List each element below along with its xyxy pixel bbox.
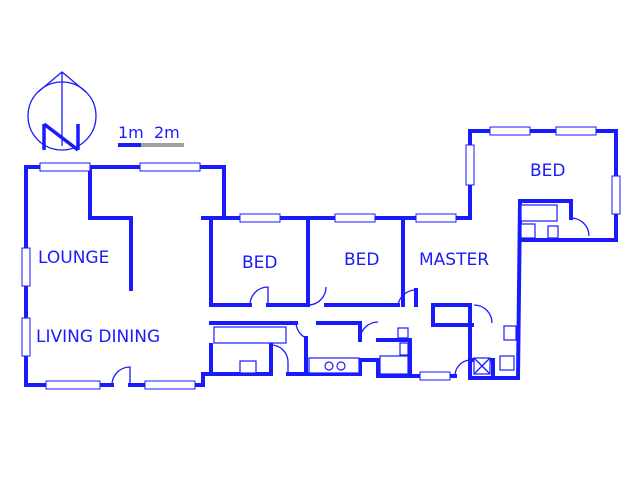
doors bbox=[111, 217, 590, 386]
room-label-bed-3: BED bbox=[530, 161, 566, 181]
room-label-master: MASTER bbox=[419, 250, 489, 270]
scale-label-2m: 2m bbox=[154, 123, 180, 142]
windows bbox=[21, 126, 621, 390]
north-arrow-icon bbox=[27, 71, 97, 152]
room-label-bed-1: BED bbox=[242, 253, 278, 273]
fixtures bbox=[213, 204, 559, 375]
room-label-bed-2: BED bbox=[344, 250, 380, 270]
room-label-living-dining: LIVING DINING bbox=[36, 327, 160, 347]
scale-label-1m: 1m bbox=[118, 123, 144, 142]
room-label-lounge: LOUNGE bbox=[38, 248, 109, 268]
